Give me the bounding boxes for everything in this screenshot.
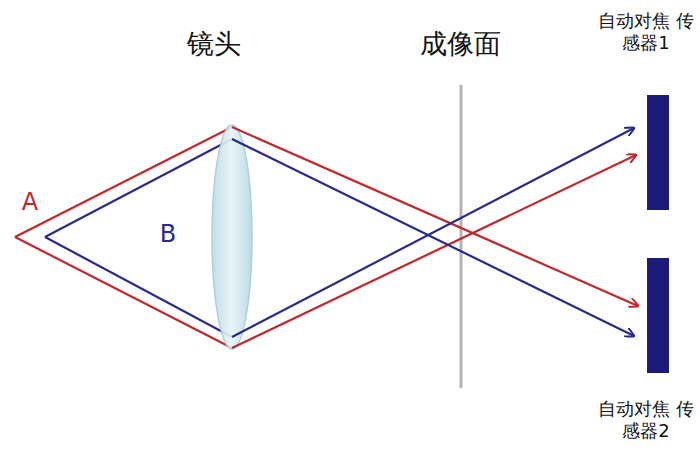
red-ray [15, 127, 232, 237]
blue-ray [45, 237, 232, 337]
blue-ray [45, 139, 232, 237]
sensor-bar [647, 95, 669, 210]
lens [212, 125, 252, 349]
sensor-label: 自动对焦 传感器1 [594, 10, 698, 54]
af-sensor: 自动对焦 传感器2 [594, 398, 698, 442]
point-a-label: A [22, 190, 38, 214]
point-b-label: B [160, 222, 176, 246]
red-ray [232, 127, 638, 306]
lens-label: 镜头 [187, 30, 241, 57]
sensor-bar [647, 258, 669, 373]
image-plane [460, 85, 463, 388]
af-sensor: 自动对焦 传感器1 [594, 10, 698, 54]
image-plane-label: 成像面 [420, 30, 501, 57]
red-ray [15, 237, 232, 348]
sensor-label: 自动对焦 传感器2 [594, 398, 698, 442]
red-ray [232, 155, 636, 348]
blue-ray [232, 128, 634, 337]
